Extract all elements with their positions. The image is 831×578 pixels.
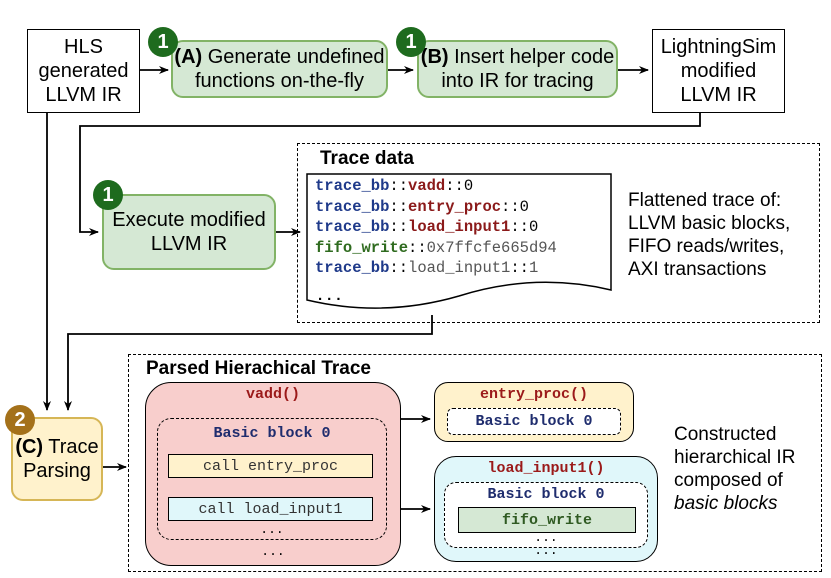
trace-lines: trace_bb::vadd::0 trace_bb::entry_proc::… (315, 176, 557, 279)
step-a-badge: 1 (148, 27, 178, 57)
step-a-label: Generate undefined functions on-the-fly (195, 46, 385, 92)
parsed-description-line: basic blocks (674, 493, 778, 514)
entry-proc-title: entry_proc() (479, 386, 589, 403)
hls-ir-node: HLS generated LLVM IR (27, 29, 140, 113)
step-c-badge: 2 (5, 405, 35, 435)
trace-data-title: Trace data (320, 148, 414, 169)
call-load-input1: call load_input1 (168, 497, 373, 521)
fifo-write-op: fifo_write (458, 507, 636, 533)
vadd-basic-block (157, 418, 387, 540)
execute-label: Execute modified LLVM IR (112, 209, 266, 255)
load-input1-basic-block-title: Basic block 0 (487, 486, 605, 503)
entry-proc-basic-block-title: Basic block 0 (475, 413, 593, 430)
trace-line: trace_bb::load_input1::1 (315, 259, 539, 277)
lightningsim-ir-label: LightningSim modified LLVM IR (660, 36, 777, 106)
step-b-prefix: (B) (420, 46, 449, 68)
step-c-label: Trace Parsing (23, 436, 99, 482)
trace-line: trace_bb::load_input1::0 (315, 218, 539, 236)
trace-line: fifo_write::0x7ffcfe665d94 (315, 238, 557, 257)
vadd-inner-more: ... (260, 522, 284, 537)
entry-proc-basic-block (447, 408, 621, 435)
step-b-badge: 1 (396, 27, 426, 57)
step-c-prefix: (C) (15, 436, 44, 458)
vadd-title: vadd() (245, 386, 300, 403)
parsed-trace-container (128, 354, 822, 572)
step-a-node: (A) Generate undefined functions on-the-… (171, 40, 388, 98)
load-input1-title: load_input1() (487, 460, 605, 477)
parsed-description-line: hierarchical IR (674, 447, 796, 468)
step-b-node: (B) Insert helper code into IR for traci… (417, 40, 618, 98)
hls-ir-label: HLS generated LLVM IR (38, 36, 129, 106)
vadd-basic-block-title: Basic block 0 (213, 425, 331, 442)
step-c-node: (C) Trace Parsing (11, 417, 103, 501)
parsed-trace-title: Parsed Hierachical Trace (146, 358, 371, 379)
vadd-outer-more: ... (261, 544, 285, 559)
call-entry-proc: call entry_proc (168, 454, 373, 478)
step-b-label: Insert helper code into IR for tracing (441, 46, 615, 92)
load-input1-outer-more: ... (534, 543, 558, 558)
trace-line: trace_bb::entry_proc::0 (315, 197, 529, 216)
trace-line: trace_bb::vadd::0 (315, 177, 474, 195)
execute-node: Execute modified LLVM IR (102, 194, 276, 270)
trace-document-shape (306, 173, 612, 309)
arrow-lightningsim-to-execute (79, 113, 701, 236)
trace-more-dots: · · · (318, 291, 342, 308)
lightningsim-ir-node: LightningSim modified LLVM IR (652, 29, 785, 113)
parsed-description-line: composed of (674, 470, 783, 491)
load-input1-inner-more: ... (534, 530, 558, 545)
trace-data-container (297, 143, 820, 323)
parsed-description-line: Constructed (674, 424, 777, 445)
trace-description: Flattened trace of: LLVM basic blocks, F… (628, 190, 791, 280)
step-a-prefix: (A) (174, 46, 203, 68)
arrow-trace-to-c (64, 315, 433, 411)
execute-badge: 1 (93, 180, 123, 210)
parsed-description: Constructed hierarchical IR composed of … (674, 423, 824, 515)
